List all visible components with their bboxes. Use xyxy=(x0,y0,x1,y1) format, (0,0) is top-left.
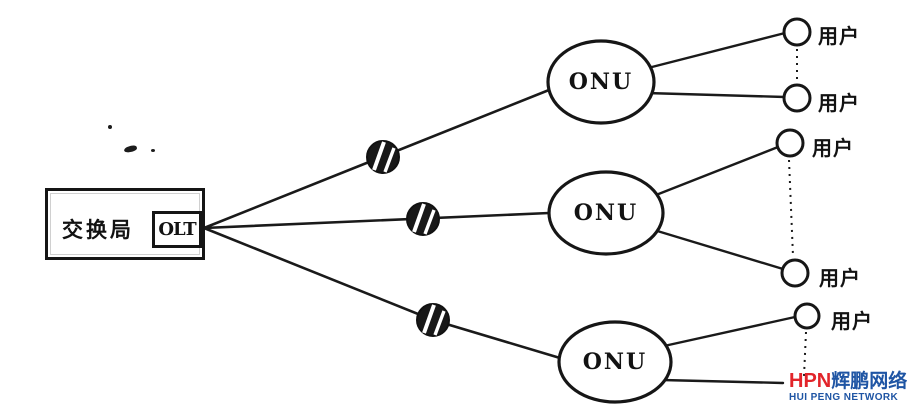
user-circle xyxy=(775,128,805,158)
dotted-ellipsis-line xyxy=(788,159,794,257)
scan-artifact-tick xyxy=(151,149,155,152)
drop-line-onu1-user2 xyxy=(644,91,787,99)
logo-english-name: HUI PENG NETWORK xyxy=(789,392,899,403)
olt-label: OLT xyxy=(158,219,196,240)
onu-nodes xyxy=(546,39,673,404)
drop-line-onu2-user4 xyxy=(652,228,785,271)
user-label: 用户 xyxy=(831,309,873,333)
onu-label: ONU xyxy=(573,200,639,226)
scan-artifact-dot xyxy=(108,125,112,129)
onu-ellipse xyxy=(547,170,665,256)
user-circle xyxy=(793,302,821,330)
drop-line-onu1-user1 xyxy=(646,31,787,70)
fiber-drop-lines xyxy=(644,31,797,385)
olt-box: OLT xyxy=(152,211,202,248)
drop-line-onu3-user5 xyxy=(662,315,797,348)
fiber-line-olt-to-onu3 xyxy=(202,226,562,360)
user-circle xyxy=(780,258,810,288)
logo-chinese-name: 辉鹏网络 xyxy=(831,370,908,392)
user-nodes xyxy=(775,17,821,330)
central-office-label: 交换局 xyxy=(62,218,134,242)
onu-label: ONU xyxy=(568,69,634,95)
user-circle xyxy=(782,17,812,47)
fiber-line-olt-to-onu2 xyxy=(202,211,551,230)
fiber-trunk-lines xyxy=(202,88,562,360)
user-label: 用户 xyxy=(819,266,861,290)
splitter-icon xyxy=(416,303,450,337)
user-label: 用户 xyxy=(818,91,860,115)
splitter-icon xyxy=(406,202,440,236)
drop-line-onu2-user3 xyxy=(654,145,780,197)
optical-splitters xyxy=(366,140,450,337)
more-users-dotted-lines xyxy=(788,49,807,377)
onu-ellipse xyxy=(557,320,673,404)
dotted-ellipsis-line xyxy=(803,331,807,377)
user-label: 用户 xyxy=(818,24,860,48)
user-label: 用户 xyxy=(812,136,854,160)
drop-line-onu3-user6 xyxy=(660,378,785,385)
splitter-icon xyxy=(366,140,400,174)
onu-label: ONU xyxy=(582,349,648,375)
logo-abbr-text: HPN xyxy=(789,370,832,392)
onu-ellipse xyxy=(546,39,656,125)
user-circle xyxy=(782,83,812,113)
